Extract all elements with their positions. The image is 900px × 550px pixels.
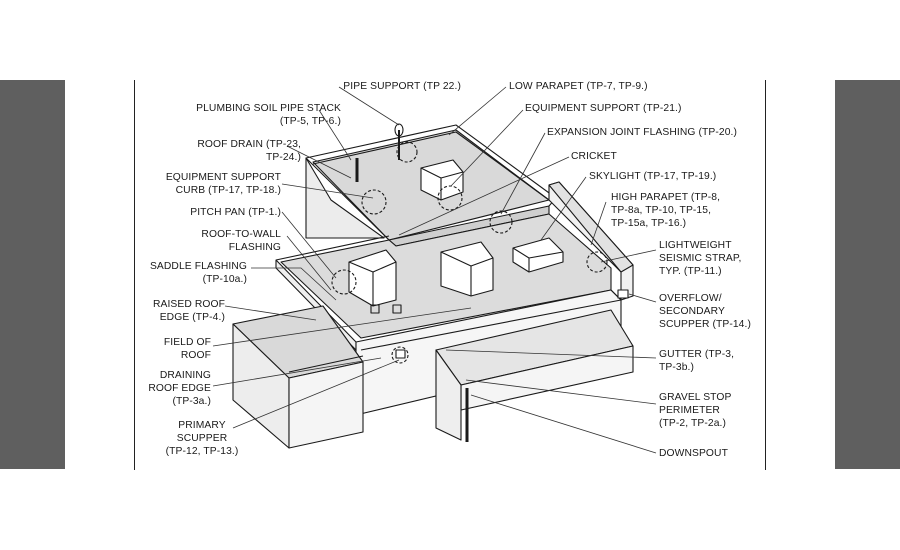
skylight [512, 237, 564, 273]
label-low-parapet: LOW PARAPET (TP-7, TP-9.) [509, 81, 648, 92]
label-draining-roof-edge: DRAINING ROOF EDGE (TP-3a.) [148, 370, 211, 407]
label-downspout: DOWNSPOUT [659, 448, 728, 459]
label-gutter: GUTTER (TP-3, TP-3b.) [659, 349, 735, 373]
label-field-of-roof: FIELD OF ROOF [163, 337, 211, 361]
label-roof-drain: ROOF DRAIN (TP-23, TP-24.) [197, 139, 301, 163]
upper-roof-front-edge [305, 157, 390, 241]
label-skylight: SKYLIGHT (TP-17, TP-19.) [589, 171, 717, 182]
upper-block-left-wall [305, 157, 385, 239]
label-equipment-support-curb: EQUIPMENT SUPPORT CURB (TP-17, TP-18.) [165, 172, 281, 196]
label-pitch-pan: PITCH PAN (TP-1.) [190, 207, 281, 218]
left-margin-bar [0, 80, 65, 469]
label-roof-to-wall: ROOF-TO-WALL FLASHING [201, 229, 281, 253]
label-gravel-stop: GRAVEL STOP PERIMETER (TP-2, TP-2a.) [659, 392, 732, 429]
right-margin-bar [835, 80, 900, 469]
label-high-parapet: HIGH PARAPET (TP-8, TP-8a, TP-10, TP-15,… [611, 192, 721, 229]
label-overflow-scupper: OVERFLOW/ SECONDARY SCUPPER (TP-14.) [659, 293, 751, 330]
draining-edge [288, 355, 364, 373]
label-cricket: CRICKET [571, 151, 617, 162]
low-parapet-inner [312, 131, 550, 201]
roof-isometric-drawing [212, 86, 657, 454]
low-addition-front [288, 361, 364, 449]
label-plumbing-stack: PLUMBING SOIL PIPE STACK (TP-5, TP-6.) [196, 103, 341, 127]
diagram-frame: PIPE SUPPORT (TP 22.) PLUMBING SOIL PIPE… [134, 80, 766, 470]
equipment-box-upper [420, 159, 464, 201]
label-equipment-support: EQUIPMENT SUPPORT (TP-21.) [525, 103, 682, 114]
label-pipe-support: PIPE SUPPORT (TP 22.) [343, 81, 461, 92]
equipment-box-center [440, 241, 494, 297]
label-seismic-strap: LIGHTWEIGHT SEISMIC STRAP, TYP. (TP-11.) [659, 240, 742, 277]
label-raised-roof-edge: RAISED ROOF EDGE (TP-4.) [152, 299, 225, 323]
gutter-side [435, 349, 462, 441]
label-primary-scupper: PRIMARY SCUPPER (TP-12, TP-13.) [165, 420, 239, 457]
parapet-cap [548, 181, 634, 273]
label-saddle-flashing: SADDLE FLASHING (TP-10a.) [149, 261, 247, 285]
label-expansion-joint: EXPANSION JOINT FLASHING (TP-20.) [547, 127, 738, 138]
front-roof-edge [355, 289, 622, 351]
